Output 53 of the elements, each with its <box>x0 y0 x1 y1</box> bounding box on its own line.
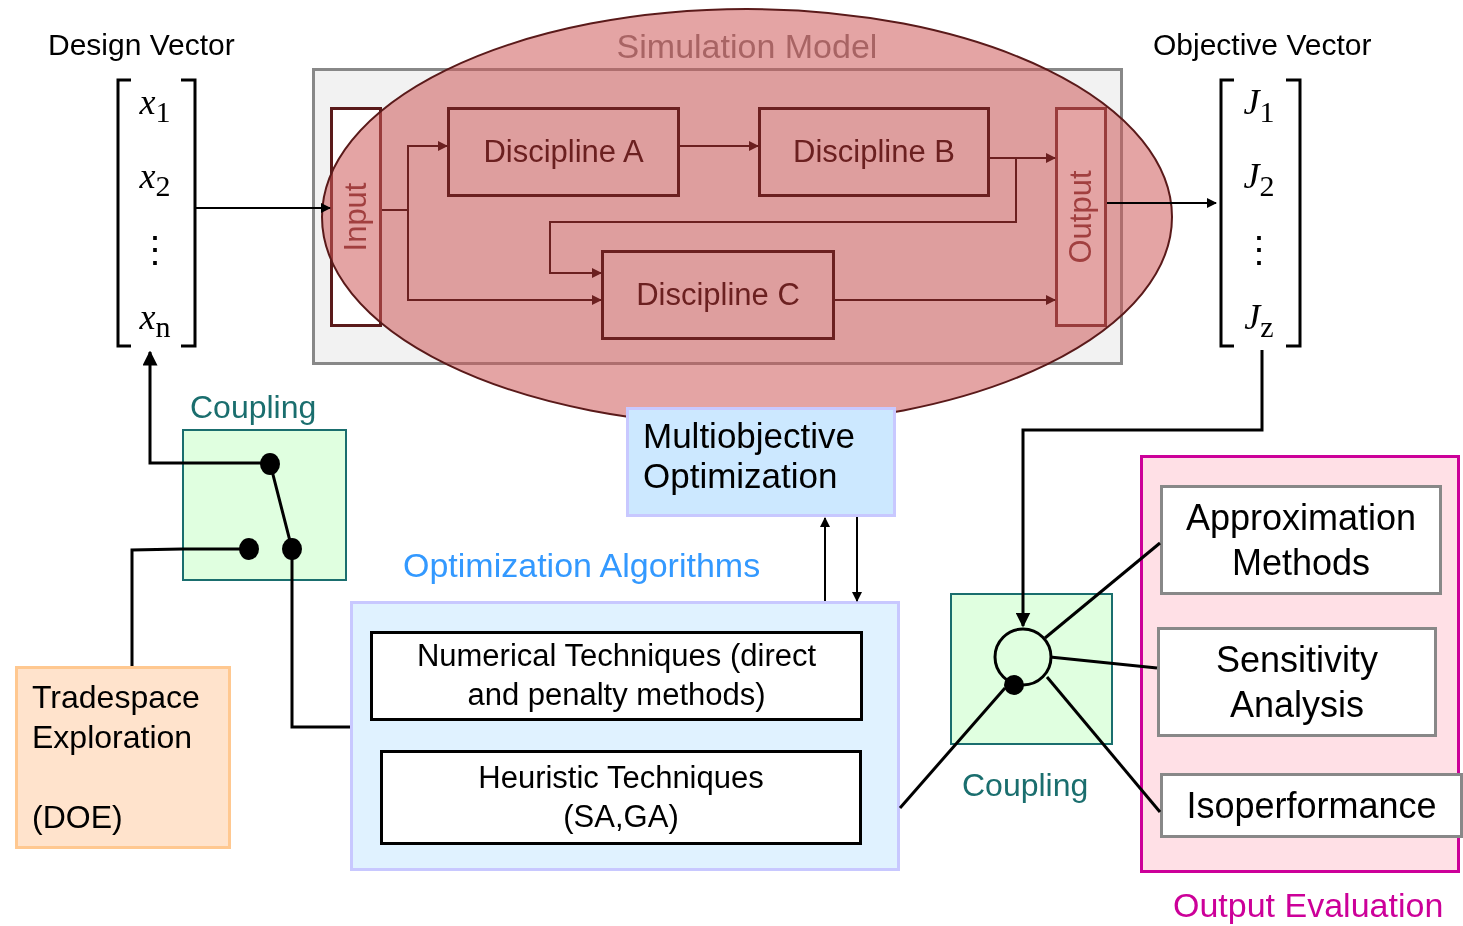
box-label: Isoperformance <box>1186 784 1437 828</box>
box-label: Approximation Methods <box>1184 496 1418 585</box>
connector-line <box>290 581 350 729</box>
box-label: Sensitivity Analysis <box>1214 638 1380 727</box>
process-box <box>1160 485 1442 595</box>
box-title: Coupling <box>190 389 317 426</box>
vector-entry: J$_{1}$ <box>1243 84 1275 128</box>
arrow <box>852 516 862 602</box>
box-label: Input <box>338 182 374 252</box>
process-box <box>380 750 862 845</box>
process-box <box>601 250 835 340</box>
connector-line <box>130 547 183 666</box>
box-label: Tradespace Exploration <box>32 678 201 757</box>
arrow <box>1106 198 1217 208</box>
vector-entry: ⋮ <box>137 232 173 268</box>
box-label: Discipline C <box>636 277 800 313</box>
group-title: Optimization Algorithms <box>403 546 761 585</box>
process-box <box>370 631 863 721</box>
box-label: Discipline B <box>793 134 955 170</box>
box-label: Multiobjective Optimization <box>643 416 857 497</box>
process-box <box>758 107 990 197</box>
vector-title: Design Vector <box>48 28 235 62</box>
process-box <box>1160 773 1463 838</box>
process-box <box>626 407 896 517</box>
vector-entry: J$_{z}$ <box>1244 298 1274 342</box>
arrow <box>381 209 602 305</box>
box-label: Heuristic Techniques (SA,GA) <box>477 758 765 836</box>
vector-entry: J$_{2}$ <box>1243 158 1275 202</box>
arrow <box>834 295 1056 305</box>
box-label: Numerical Techniques (direct and penalty methods) <box>415 637 818 714</box>
arrow <box>820 517 830 602</box>
connector-line <box>1044 541 1161 640</box>
process-box <box>15 666 231 849</box>
group-title: Output Evaluation <box>1173 886 1444 925</box>
arrow <box>549 157 1017 278</box>
arrow <box>1015 350 1264 628</box>
box-label: Discipline A <box>483 134 644 170</box>
arrow <box>194 203 331 213</box>
box-title: Coupling <box>962 767 1089 804</box>
box-label: Output <box>1063 170 1099 264</box>
connector-line <box>1049 655 1158 670</box>
vector-entry: x$_{1}$ <box>139 84 171 128</box>
box-label: (DOE) <box>32 798 124 837</box>
vector-entry: ⋮ <box>1241 232 1277 268</box>
vector-entry: x$_{2}$ <box>139 158 171 202</box>
arrow <box>679 141 759 151</box>
connector-line <box>1045 676 1162 813</box>
vector-title: Objective Vector <box>1153 28 1372 62</box>
process-box <box>447 107 680 197</box>
vector-entry: x$_{n}$ <box>139 298 171 342</box>
process-box <box>1157 627 1437 737</box>
connector-line <box>898 687 1007 809</box>
arrow <box>142 350 182 465</box>
